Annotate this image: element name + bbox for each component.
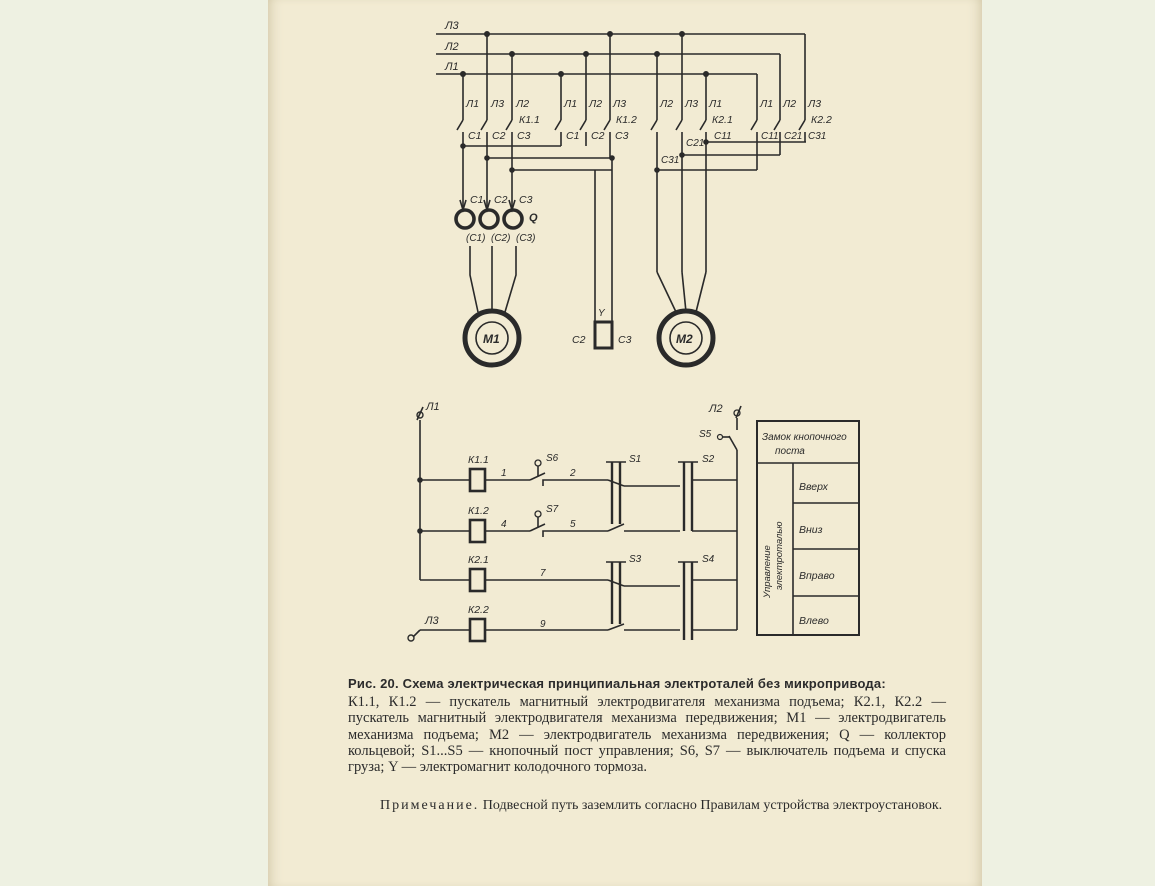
svg-text:1: 1 <box>501 468 507 479</box>
contactor-k12-name: К1.2 <box>616 114 637 126</box>
control-circuit: Л1 Л3 К1.1 К1.2 К2.1 К2.2 1 S6 2 4 <box>407 401 742 643</box>
contactor-contacts <box>456 119 806 142</box>
collector-label: Q <box>529 212 538 224</box>
caption-body: К1.1, К1.2 — пускатель магнитный электро… <box>348 694 946 776</box>
bus-label-l2: Л2 <box>444 41 459 53</box>
svg-text:Л1: Л1 <box>465 98 479 110</box>
svg-text:К1.1: К1.1 <box>468 454 489 466</box>
svg-text:С2: С2 <box>572 334 586 346</box>
lock-row-left: Влево <box>799 615 829 627</box>
motor-m2: М2 <box>656 308 716 368</box>
svg-text:С11: С11 <box>761 131 779 142</box>
bus-label-l1: Л1 <box>444 61 459 73</box>
lock-row-up: Вверх <box>799 481 829 493</box>
brake-y: Y С2 С3 <box>572 308 632 350</box>
svg-text:С2: С2 <box>494 194 508 206</box>
motor-m1-label: М1 <box>483 332 500 346</box>
lock-box-side-label: Управление электроталью <box>762 521 785 599</box>
power-bus: Л3 Л2 Л1 <box>436 20 805 75</box>
svg-text:К2.1: К2.1 <box>468 554 489 566</box>
lock-box-header: Замок кнопочного <box>762 432 847 443</box>
contactor-k11-labels: Л1 Л3 Л2 К1.1 С1 С2 С3 <box>465 98 540 142</box>
svg-text:Л3: Л3 <box>684 98 698 110</box>
brake-label: Y <box>598 308 606 319</box>
svg-text:Л3: Л3 <box>807 98 821 110</box>
svg-text:S7: S7 <box>546 504 559 515</box>
contactor-k21-labels: Л2 Л3 Л1 К2.1 С31 С21 С11 <box>659 98 733 166</box>
svg-text:К1.2: К1.2 <box>468 505 489 517</box>
svg-text:S2: S2 <box>702 454 715 465</box>
svg-text:С31: С31 <box>808 131 826 142</box>
collector-q: С1 С2 С3 Q (С1) (С2) (С3) <box>454 194 538 313</box>
caption-title: Рис. 20. Схема электрическая принципиаль… <box>348 676 886 691</box>
svg-text:Л1: Л1 <box>708 98 722 110</box>
svg-text:С3: С3 <box>618 334 632 346</box>
contactor-k22-name: К2.2 <box>811 114 832 126</box>
svg-text:С3: С3 <box>615 130 629 142</box>
motor-m2-label: М2 <box>676 332 693 346</box>
svg-text:7: 7 <box>540 568 546 579</box>
switch-s5-label: S5 <box>699 429 712 440</box>
svg-text:С21: С21 <box>784 131 802 142</box>
svg-text:(С3): (С3) <box>516 233 535 244</box>
m2-wiring <box>654 139 806 313</box>
svg-text:С2: С2 <box>492 130 506 142</box>
control-top-left-label: Л1 <box>425 401 440 413</box>
bus-label-l3: Л3 <box>444 20 460 32</box>
svg-text:поста: поста <box>775 446 805 457</box>
svg-text:Л2: Л2 <box>515 98 529 110</box>
svg-text:S6: S6 <box>546 453 559 464</box>
lock-box: Замок кнопочного поста Управление электр… <box>756 420 860 636</box>
note-label: Примечание. <box>380 798 480 813</box>
svg-text:S3: S3 <box>629 554 642 565</box>
svg-text:Л2: Л2 <box>782 98 796 110</box>
svg-text:Л2: Л2 <box>588 98 602 110</box>
svg-text:К2.2: К2.2 <box>468 604 489 616</box>
svg-text:Л3: Л3 <box>612 98 626 110</box>
note: Примечание. Подвесной путь заземлить сог… <box>348 797 952 815</box>
svg-text:9: 9 <box>540 619 546 630</box>
svg-text:С11: С11 <box>714 131 732 142</box>
svg-text:С3: С3 <box>517 130 531 142</box>
svg-text:С1: С1 <box>566 130 579 142</box>
contactor-k21-name: К2.1 <box>712 114 733 126</box>
svg-text:С3: С3 <box>519 194 533 206</box>
lock-row-right: Вправо <box>799 570 835 582</box>
svg-text:(С2): (С2) <box>491 233 510 244</box>
contactor-k22-labels: Л1 Л2 Л3 К2.2 С11 С21 С31 <box>759 98 832 142</box>
svg-text:(С1): (С1) <box>466 233 485 244</box>
svg-text:Л1: Л1 <box>563 98 577 110</box>
motor-m1: М1 <box>462 308 522 368</box>
bus-taps <box>460 31 806 120</box>
figure-caption: Рис. 20. Схема электрическая принципиаль… <box>348 676 946 775</box>
contactor-k12-labels: Л1 Л2 Л3 К1.2 С1 С2 С3 <box>563 98 637 142</box>
lock-row-down: Вниз <box>799 524 823 536</box>
contactor-k11-name: К1.1 <box>519 114 540 126</box>
svg-text:4: 4 <box>501 519 507 530</box>
svg-text:С31: С31 <box>661 155 679 166</box>
svg-text:S1: S1 <box>629 454 641 465</box>
book-page <box>268 0 982 886</box>
note-text: Подвесной путь заземлить согласно Правил… <box>482 798 943 813</box>
control-top-right-label: Л2 <box>708 403 723 415</box>
svg-text:С1: С1 <box>470 194 483 206</box>
svg-text:2: 2 <box>569 468 576 479</box>
svg-text:Л3: Л3 <box>490 98 504 110</box>
m1-wiring <box>459 142 615 320</box>
svg-text:Л1: Л1 <box>759 98 773 110</box>
svg-text:С21: С21 <box>686 138 704 149</box>
svg-text:С1: С1 <box>468 130 481 142</box>
svg-text:Л2: Л2 <box>659 98 673 110</box>
svg-text:С2: С2 <box>591 130 605 142</box>
svg-text:S4: S4 <box>702 554 715 565</box>
svg-text:5: 5 <box>570 519 576 530</box>
control-bottom-left-label: Л3 <box>424 615 440 627</box>
